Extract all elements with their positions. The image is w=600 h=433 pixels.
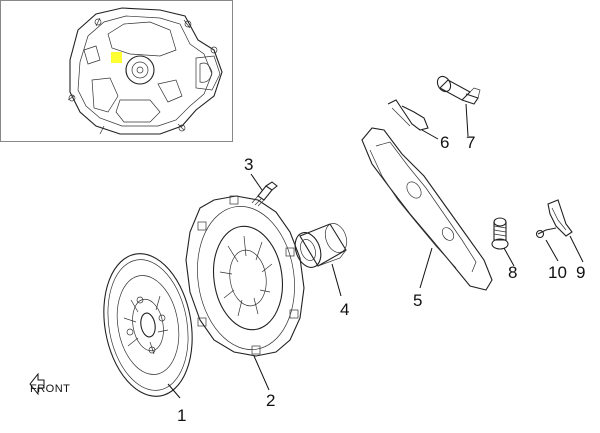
callout-9: 9 xyxy=(576,263,585,282)
callout-10: 10 xyxy=(548,263,567,282)
bolt xyxy=(251,181,278,207)
sensor-bracket xyxy=(547,199,573,237)
callout-7: 7 xyxy=(466,133,475,152)
callout-2: 2 xyxy=(266,391,275,410)
callout-8: 8 xyxy=(508,263,517,282)
pivot-stud xyxy=(436,75,481,105)
callout-4: 4 xyxy=(340,300,349,319)
gearbox-housing-drawing xyxy=(67,7,223,135)
callout-6: 6 xyxy=(440,133,449,152)
leader-lines xyxy=(167,103,584,399)
clutch-disc xyxy=(103,253,193,397)
callout-5: 5 xyxy=(413,291,422,310)
ball-stud xyxy=(491,217,509,250)
front-arrow-icon xyxy=(29,372,45,396)
spring-clip xyxy=(387,99,429,131)
callout-3: 3 xyxy=(244,155,253,174)
front-label: FRONT xyxy=(30,383,70,395)
release-bearing xyxy=(294,223,348,268)
callout-1: 1 xyxy=(177,406,186,425)
release-fork xyxy=(361,127,493,291)
small-bolt xyxy=(535,227,557,239)
gearbox-inset xyxy=(0,0,233,142)
pressure-plate xyxy=(185,195,305,357)
front-indicator: FRONT xyxy=(29,372,70,396)
clutch-location-highlight xyxy=(111,52,122,63)
